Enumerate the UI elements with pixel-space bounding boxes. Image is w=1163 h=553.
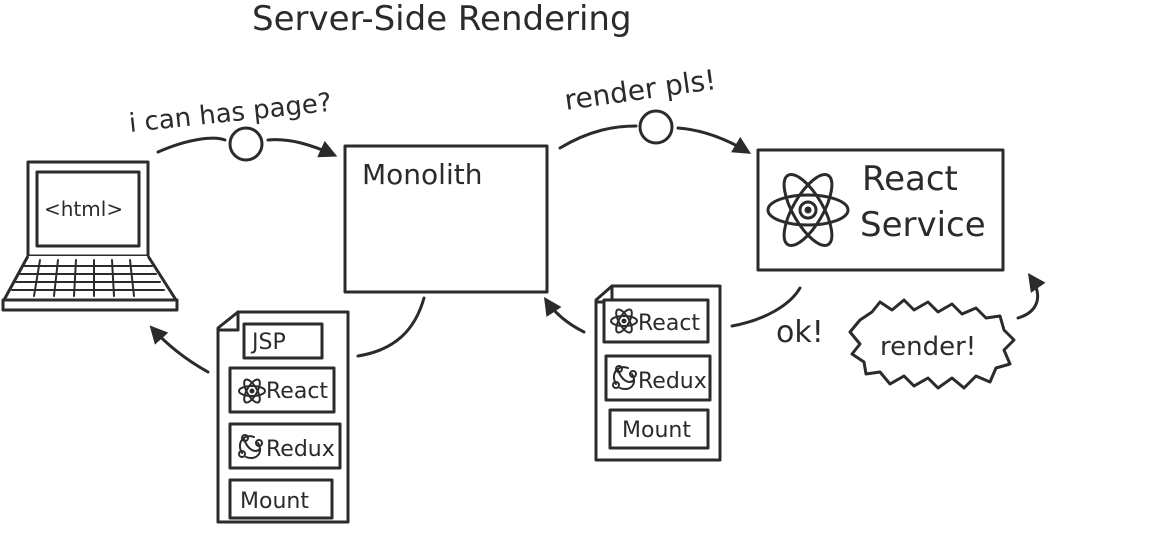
render-burst-icon xyxy=(848,298,1016,390)
laptop-screen-text: <html> xyxy=(44,197,123,221)
react-atom-icon xyxy=(766,173,850,247)
left-bundle-item-mount xyxy=(228,478,334,520)
right-bundle-item-redux-label: Redux xyxy=(638,369,707,394)
right-bundle-document: React Redux Mount xyxy=(594,284,722,462)
monolith-label: Monolith xyxy=(362,158,482,191)
react-service-line2: Service xyxy=(860,205,986,245)
render-request-arrow xyxy=(676,126,752,154)
left-bundle-item-jsp xyxy=(242,322,324,360)
render-loop-arrow xyxy=(1016,273,1046,320)
react-service-line1: React xyxy=(862,159,958,199)
render-request-arrow-start xyxy=(558,124,638,150)
left-bundle-document: JSP React Redux Mount xyxy=(216,310,350,524)
right-bundle-item-mount-label: Mount xyxy=(622,418,691,443)
monolith-to-bundle-line xyxy=(356,296,426,358)
bundle-to-laptop-arrow xyxy=(149,325,210,374)
left-bundle-item-jsp-label: JSP xyxy=(250,330,286,355)
request-page-label: i can has page? xyxy=(128,88,333,139)
left-bundle-item-redux-label: Redux xyxy=(266,437,335,462)
left-bundle-item-mount-label: Mount xyxy=(240,489,309,514)
render-request-token xyxy=(638,109,674,145)
laptop-icon xyxy=(1,160,179,312)
right-bundle-item-react xyxy=(602,298,710,344)
ok-label: ok! xyxy=(776,315,824,350)
right-bundle-item-react-label: React xyxy=(638,311,700,336)
render-request-label: render pls! xyxy=(562,63,718,117)
right-bundle-item-mount xyxy=(608,408,710,450)
bundle-to-monolith-arrow xyxy=(544,297,586,334)
left-bundle-item-react-label: React xyxy=(266,379,328,404)
request-token xyxy=(228,126,264,162)
render-burst-label: render! xyxy=(880,332,976,362)
request-arrow xyxy=(266,138,338,158)
request-arrow-start xyxy=(156,136,227,154)
diagram-title: Server-Side Rendering xyxy=(252,0,632,39)
ok-response-line xyxy=(730,286,802,328)
monolith-box xyxy=(343,144,549,294)
